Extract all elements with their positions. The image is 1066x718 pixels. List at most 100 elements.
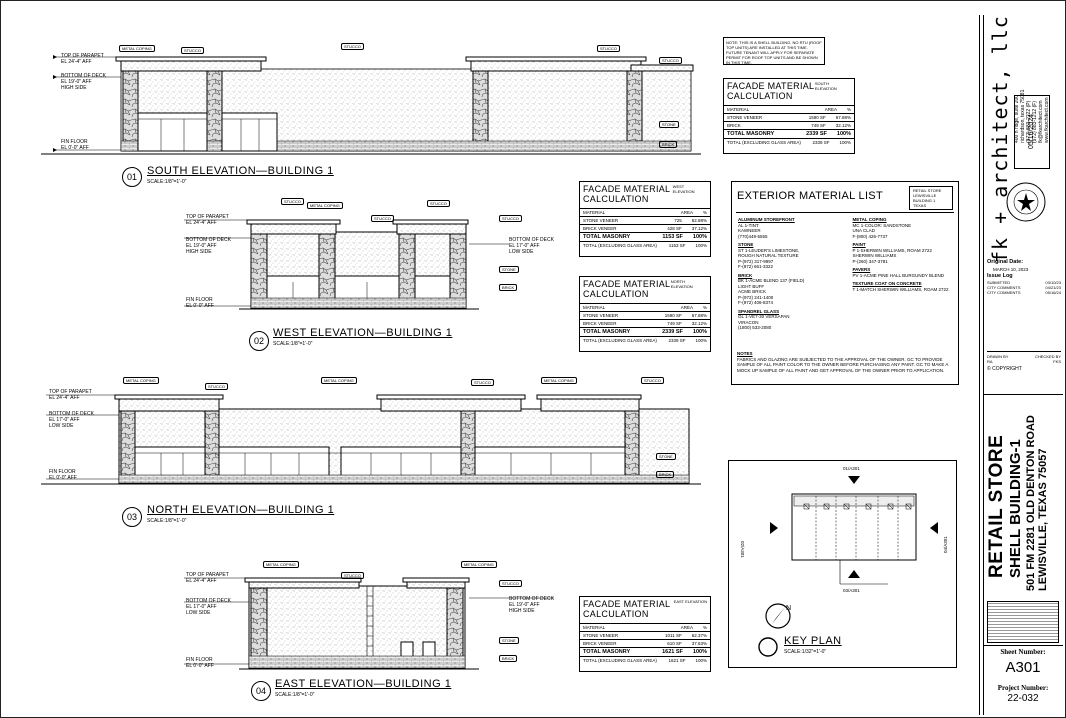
south-elevation-number: 01 [122,167,142,187]
material-list-notes: NOTES FABRICS AND GLAZING ARE SUBJECTED … [737,351,949,373]
key-plan-ref-east: 04/A301 [943,536,948,553]
west-stucco-tag-1: STUCCO [281,198,304,205]
facade-table-title: FACADE MATERIAL CALCULATION [583,184,671,204]
facade-table-title: FACADE MATERIAL CALCULATION [583,279,671,299]
project-title: RETAIL STORE [986,434,1007,578]
east-brick-tag: BRICK [499,655,518,662]
north-coping-tag-2: METAL COPING [321,377,357,384]
sheet-number-label: Sheet Number: [1000,648,1046,656]
west-elevation-drawing [184,219,509,310]
south-stucco-tag-2: STUCCO [341,43,364,50]
north-elevation-scale: SCALE:1/8"=1'-0" [147,518,187,524]
key-plan-scale: SCALE:1/32"=1'-0" [784,649,827,655]
material-list-title: EXTERIOR MATERIAL LIST [737,190,883,202]
north-stone-tag: STONE [656,453,676,460]
south-stucco-tag-3: STUCCO [597,45,620,52]
west-elevation-number: 02 [249,331,269,351]
north-elevation-number: 03 [122,507,142,527]
west-stucco-tag-4: STUCCO [499,215,522,222]
north-stucco-tag-2: STUCCO [471,379,494,386]
key-plan-ref-north: 01/A301 [843,466,860,471]
facade-table-tag: EAST ELEVATION [673,599,707,604]
south-stucco-tag-1: STUCCO [181,47,204,54]
north-coping-tag-3: METAL COPING [541,377,577,384]
east-coping-tag-1: METAL COPING [263,561,299,568]
west-stone-tag: STONE [499,266,519,273]
project-subtitle: SHELL BUILDING-1 [1007,439,1024,578]
west-stucco-tag-3: STUCCO [427,200,450,207]
consultant-stamp-box [987,601,1059,643]
date-box [1014,95,1050,169]
south-stucco-tag-4: STUCCO [659,57,682,64]
key-plan-ref-south: 03/A301 [843,588,860,593]
east-stone-tag: STONE [499,637,519,644]
project-number: 22-032 [1007,693,1039,704]
east-elevation-scale: SCALE:1/8"=1'-0" [275,692,315,698]
east-stucco-tag-2: STUCCO [499,580,522,587]
key-plan-ref-west: 02/A301 [740,541,745,558]
facade-table-west: FACADE MATERIAL CALCULATION WEST ELEVATI… [579,181,711,257]
facade-table-title: FACADE MATERIAL CALCULATION [727,81,815,101]
facade-table-east: FACADE MATERIAL CALCULATION EAST ELEVATI… [579,596,711,672]
north-elevation-drawing [41,394,701,485]
north-stucco-tag-1: STUCCO [205,383,228,390]
sheet-number: A301 [1005,659,1041,676]
north-coping-tag-1: METAL COPING [123,377,159,384]
south-brick-tag: BRICK [659,141,678,148]
facade-table-title: FACADE MATERIAL CALCULATION [583,599,671,619]
east-elevation-title: EAST ELEVATION—BUILDING 1 [275,678,452,690]
west-stucco-tag-2: STUCCO [371,215,394,222]
west-elevation-scale: SCALE:1/8"=1'-0" [273,341,313,347]
key-plan-frame [728,460,957,668]
south-stone-tag: STONE [659,121,679,128]
north-brick-tag: BRICK [656,471,675,478]
facade-table-tag: NORTH ELEVATION [670,279,693,289]
south-elevation-scale: SCALE:1/8"=1'-0" [147,179,187,185]
copyright-icon: © [987,366,991,372]
svg-text:N: N [786,605,791,612]
key-plan-title: KEY PLAN [784,635,842,647]
east-elevation-number: 04 [251,681,271,701]
title-block [983,15,1064,715]
shell-building-note: NOTE: THIS IS A SHELL BUILDING. NO RTU (… [723,37,825,65]
facade-table-south: FACADE MATERIAL CALCULATION SOUTH ELEVAT… [723,78,855,154]
east-coping-tag-2: METAL COPING [461,561,497,568]
key-plan-drawing: N [758,476,938,657]
firm-name: fk + architect, llc [988,15,1012,263]
west-brick-tag: BRICK [499,284,518,291]
east-elevation-drawing [184,577,554,670]
east-stucco-tag-1: STUCCO [341,572,364,579]
north-elevation-title: NORTH ELEVATION—BUILDING 1 [147,504,335,516]
facade-table-north: FACADE MATERIAL CALCULATION NORTH ELEVAT… [579,276,711,352]
west-elevation-title: WEST ELEVATION—BUILDING 1 [273,327,453,339]
revision-date: 05/16/2024 [1028,113,1035,149]
south-elevation-drawing [41,55,701,155]
west-coping-tag: METAL COPING [307,202,343,209]
architect-seal-icon [1006,182,1046,222]
issue-block: Original Date: MARCH 10, 2023 Issue Log … [987,259,1061,295]
project-number-label: Project Number: [997,684,1049,692]
south-coping-tag: METAL COPING [119,45,155,52]
facade-table-tag: SOUTH ELEVATION [814,81,837,91]
north-stucco-tag-3: STUCCO [641,377,664,384]
